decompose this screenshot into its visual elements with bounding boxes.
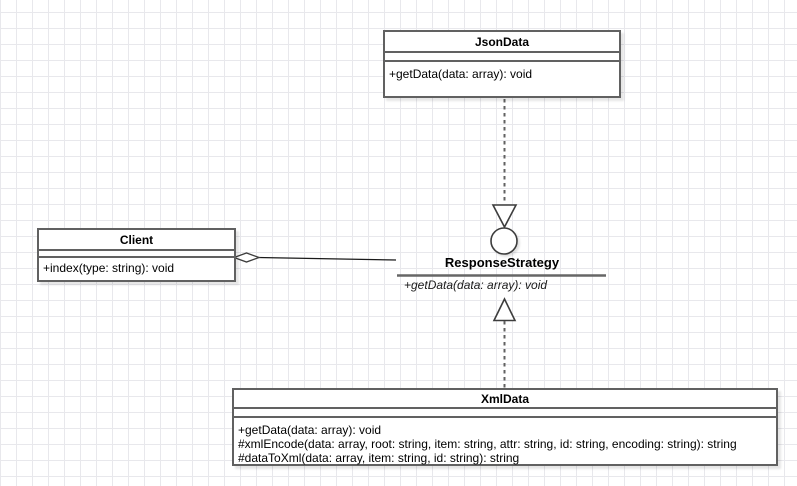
- methods-section: +index(type: string): void: [39, 258, 234, 275]
- attributes-section: [385, 53, 619, 62]
- method-item: +getData(data: array): void: [389, 67, 533, 81]
- class-title: JsonData: [385, 32, 619, 53]
- class-box-jsondata[interactable]: JsonData +getData(data: array): void: [383, 30, 621, 98]
- attributes-section: [234, 409, 776, 418]
- methods-section: +getData(data: array): void #xmlEncode(d…: [234, 418, 776, 465]
- interface-name: ResponseStrategy: [444, 255, 560, 270]
- method-item: #xmlEncode(data: array, root: string, it…: [238, 437, 737, 451]
- interface-lollipop-circle[interactable]: [490, 227, 518, 255]
- attributes-section: [39, 251, 234, 258]
- method-item: #dataToXml(data: array, item: string, id…: [238, 451, 520, 465]
- interface-method: +getData(data: array): void: [404, 278, 548, 292]
- class-title: XmlData: [234, 390, 776, 409]
- realization-arrowhead-jsondata[interactable]: [491, 204, 518, 229]
- realization-arrowhead-xmldata[interactable]: [492, 297, 517, 322]
- class-title: Client: [39, 230, 234, 251]
- method-item: +index(type: string): void: [43, 261, 175, 275]
- class-box-xmldata[interactable]: XmlData +getData(data: array): void #xml…: [232, 388, 778, 466]
- method-item: +getData(data: array): void: [238, 423, 382, 437]
- aggregation-diamond[interactable]: [232, 252, 261, 263]
- class-box-client[interactable]: Client +index(type: string): void: [37, 228, 236, 282]
- aggregation-edge-client[interactable]: [257, 256, 397, 261]
- methods-section: +getData(data: array): void: [385, 62, 619, 81]
